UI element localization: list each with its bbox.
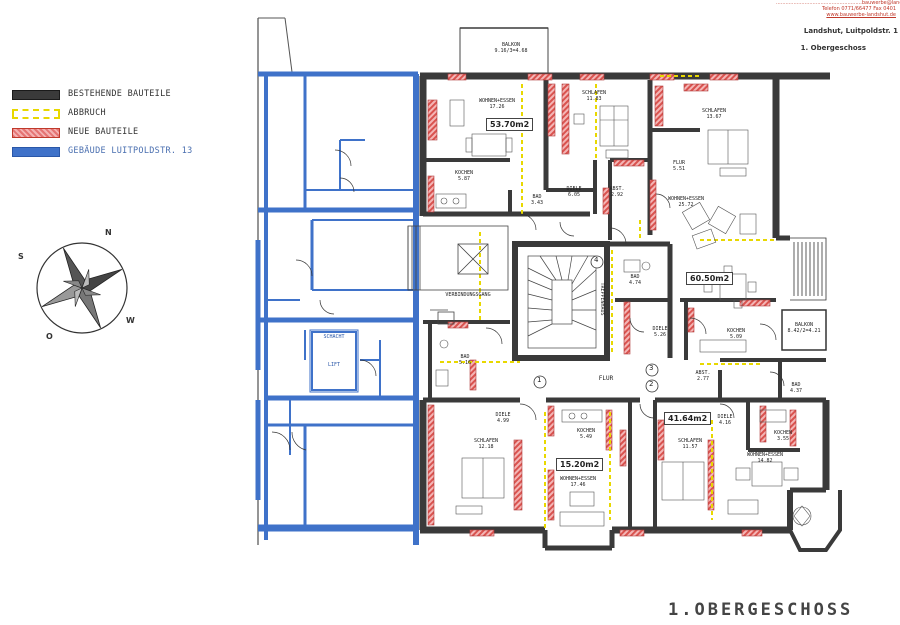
neighbor-doors (271, 149, 377, 451)
marker-label: 1 (537, 376, 542, 384)
bay-window (788, 490, 842, 552)
legend-label-existing: BESTEHENDE BAUTEILE (68, 89, 171, 99)
header-company-line: ........................................… (776, 0, 900, 6)
staircase (527, 255, 597, 349)
room-label: ABST.2.92 (609, 186, 625, 198)
compass-east: O (46, 332, 53, 341)
room-label: FLUR (598, 375, 614, 382)
furniture (435, 99, 812, 527)
room-label: SCHACHT (323, 334, 345, 340)
legend-label-new: NEUE BAUTEILE (68, 127, 139, 137)
main-doors (485, 193, 785, 421)
legend-swatch-existing (12, 90, 60, 100)
legend-label-demolition: ABBRUCH (68, 108, 106, 118)
header-location: Landshut, Luitpoldstr. 1 (803, 27, 898, 35)
apartment-area-3: 15.20m2 (556, 458, 604, 471)
neighbor-building (255, 17, 419, 545)
header-floor: 1. Obergeschoss (800, 44, 866, 52)
room-label: VERBINDUNGSGANG (445, 292, 491, 298)
legend-label-neighbor: GEBÄUDE LUITPOLDSTR. 13 (68, 146, 193, 156)
compass-icon (36, 242, 128, 334)
apartment-area-1: 53.70m2 (486, 118, 534, 131)
header-website: www.bauwerbe-landshut.de (826, 12, 896, 18)
room-label: ABST.2.77 (695, 370, 711, 382)
header-phone-line: Telefon 0771/66477 Fax 0401 (822, 6, 896, 12)
connection-corridor (407, 225, 509, 325)
marker-label: 4 (594, 256, 599, 264)
section-markers (533, 255, 659, 393)
floor-title: 1.OBERGESCHOSS (668, 600, 854, 620)
demolition-lines (440, 75, 776, 528)
room-label: LIFT (327, 362, 341, 368)
legend-swatch-new (12, 128, 60, 138)
marker-label: 3 (649, 364, 654, 372)
room-label: TREPPENHAUS (599, 282, 605, 316)
marker-label: 2 (649, 380, 654, 388)
compass-west: W (126, 316, 135, 325)
legend-swatch-neighbor (12, 147, 60, 157)
balcony-right (781, 237, 827, 351)
legend-swatch-demolition (12, 109, 60, 119)
compass-rose: N S W O (18, 228, 138, 344)
compass-south: S (18, 252, 24, 261)
apartment-area-2: 60.50m2 (686, 272, 734, 285)
apartment-area-4: 41.64m2 (664, 412, 712, 425)
compass-north: N (105, 228, 112, 237)
